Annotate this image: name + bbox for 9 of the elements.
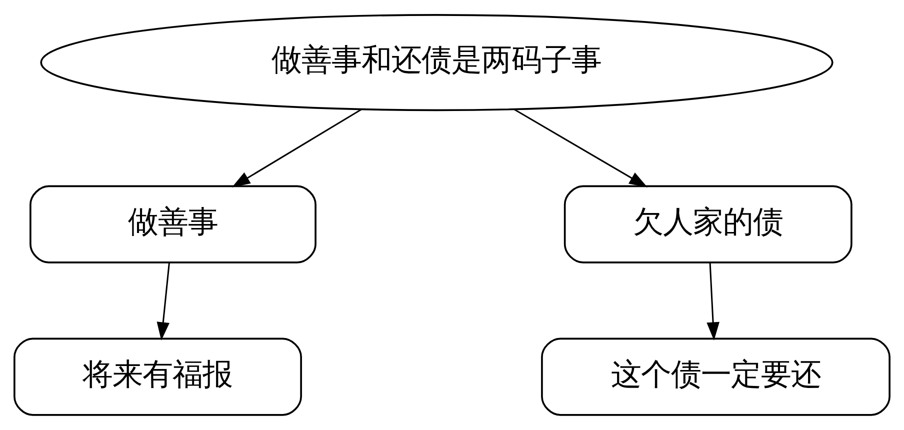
arrow <box>232 108 362 188</box>
arrow <box>156 262 170 341</box>
node-ellipse: 做善事和还债是两码子事 <box>40 14 834 112</box>
arrow <box>706 262 720 341</box>
node-box: 欠人家的债 <box>564 185 852 264</box>
node-box: 将来有福报 <box>14 338 302 416</box>
node-box: 这个债一定要还 <box>541 338 890 416</box>
arrow <box>513 108 648 188</box>
node-box: 做善事 <box>30 185 316 264</box>
